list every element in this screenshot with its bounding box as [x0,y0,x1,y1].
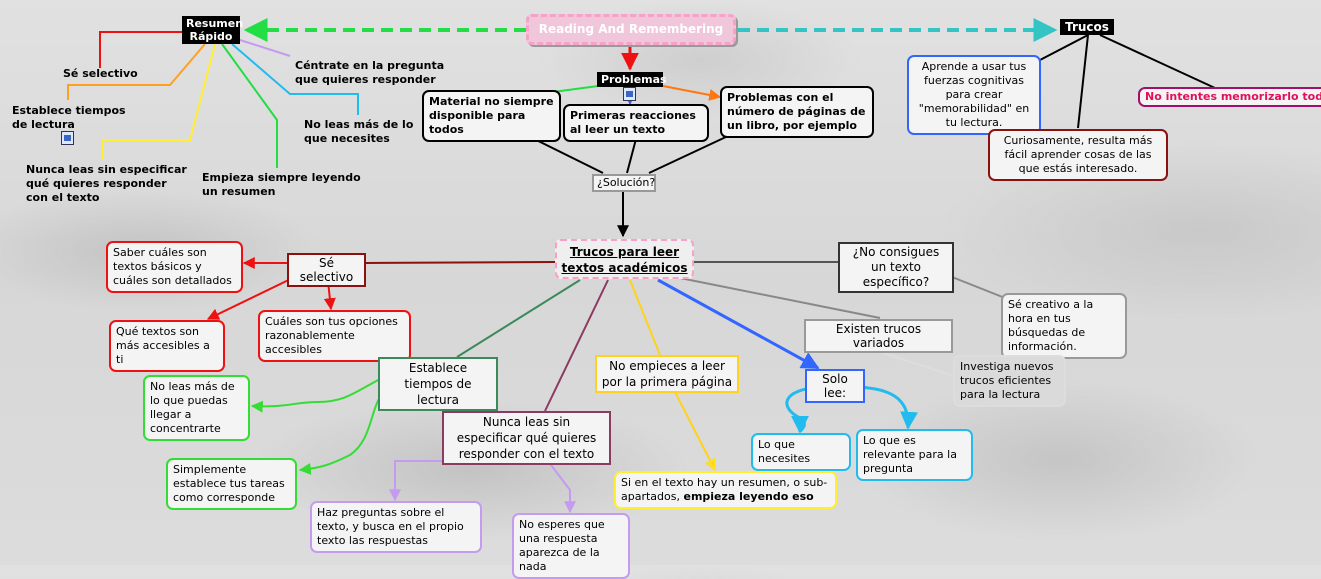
existen-investiga[interactable]: Investiga nuevos trucos eficientes para … [953,355,1066,407]
truco-curiosamente[interactable]: Curiosamente, resulta más fácil aprender… [988,129,1168,181]
root-title: Reading And Remembering [538,22,724,36]
tiempos-tareas[interactable]: Simplemente establece tus tareas como co… [166,458,297,510]
selectivo-opciones[interactable]: Cuáles son tus opciones razonablemente a… [258,310,411,362]
primera-resumen-text: Si en el texto hay un resumen, o sub-apa… [621,476,828,503]
branch-existen[interactable]: Existen trucos variados [804,319,953,353]
solucion-node[interactable]: ¿Solución? [592,174,656,192]
branch-nunca[interactable]: Nunca leas sin especificar qué quieres r… [442,411,611,465]
truco-no-memorizar[interactable]: No intentes memorizarlo todo [1138,87,1321,107]
branch-tiempos[interactable]: Establece tiempos de lectura [378,357,498,411]
branch-selectivo[interactable]: Sé selectivo [287,253,366,287]
selectivo-basicos[interactable]: Saber cuáles son textos básicos y cuáles… [106,241,243,293]
problema-paginas[interactable]: Problemas con el número de páginas de un… [720,86,874,138]
nunca-no-esperes[interactable]: No esperes que una respuesta aparezca de… [512,513,630,579]
trucos-title: Trucos [1065,20,1109,34]
solo-necesites[interactable]: Lo que necesites [751,433,851,471]
trucos-node[interactable]: Trucos [1060,19,1114,35]
primera-resumen[interactable]: Si en el texto hay un resumen, o sub-apa… [614,471,837,509]
resumen-title: Resumen Rápido [186,17,244,43]
resumen-item-noleas[interactable]: No leas más de lo que necesites [304,118,414,145]
problema-reacciones[interactable]: Primeras reacciones al leer un texto [563,104,709,142]
main-topic-title: Trucos para leer textos académicos [561,245,688,275]
resumen-item-empieza[interactable]: Empieza siempre leyendo un resumen [202,171,361,198]
note-icon[interactable] [61,131,74,145]
problemas-node[interactable]: Problemas [597,72,667,87]
branch-no-empieces[interactable]: No empieces a leer por la primera página [595,355,739,393]
resumen-rapido-node[interactable]: Resumen Rápido [182,16,244,44]
solo-relevante[interactable]: Lo que es relevante para la pregunta [856,429,973,481]
selectivo-accesibles[interactable]: Qué textos son más accesibles a ti [109,320,225,372]
root-node[interactable]: Reading And Remembering [526,14,736,45]
branch-no-consigues[interactable]: ¿No consigues un texto específico? [838,242,954,293]
resumen-item-centrate[interactable]: Céntrate en la pregunta que quieres resp… [295,59,445,86]
resumen-item-nunca[interactable]: Nunca leas sin especificar qué quieres r… [26,163,187,204]
resumen-item-selectivo[interactable]: Sé selectivo [63,67,138,80]
problema-material[interactable]: Material no siempre disponible para todo… [422,90,561,142]
connector-lines [67,18,1216,514]
resumen-item-tiempos[interactable]: Establece tiempos de lectura [12,104,126,131]
noconsigues-creativo[interactable]: Sé creativo a la hora en tus búsquedas d… [1001,293,1127,359]
truco-memorabilidad[interactable]: Aprende a usar tus fuerzas cognitivas pa… [907,55,1041,135]
image-icon[interactable] [623,87,636,101]
primera-resumen-bold: empieza leyendo eso [683,490,814,503]
tiempos-concentrarte[interactable]: No leas más de lo que puedas llegar a co… [143,375,250,441]
main-topic-node[interactable]: Trucos para leer textos académicos [555,239,694,279]
nunca-preguntas[interactable]: Haz preguntas sobre el texto, y busca en… [310,501,482,553]
branch-solo-lee[interactable]: Solo lee: [805,369,865,403]
problemas-title: Problemas [601,73,667,86]
